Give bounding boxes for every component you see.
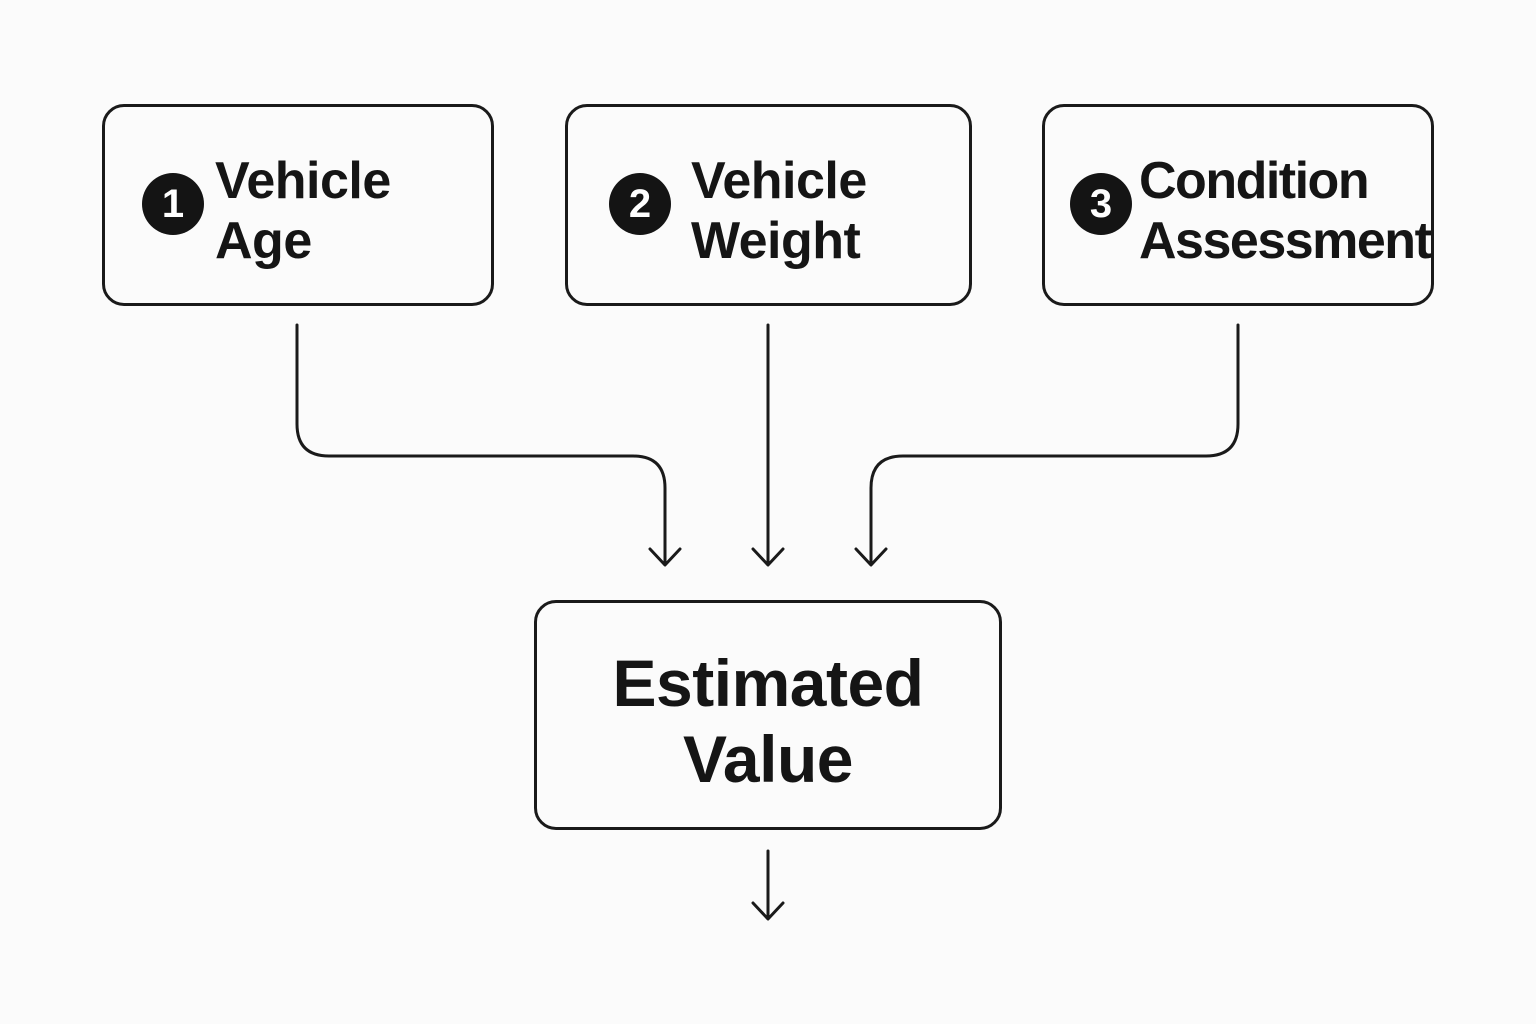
arrowhead-weight bbox=[751, 547, 785, 567]
input-label: Condition Assessment bbox=[1139, 151, 1432, 271]
output-label: Estimated Value bbox=[537, 645, 999, 797]
label-line-1: Vehicle bbox=[215, 152, 391, 210]
input-label: Vehicle Age bbox=[215, 151, 391, 271]
output-line-1: Estimated bbox=[612, 646, 924, 720]
input-box-vehicle-weight: 2 Vehicle Weight bbox=[565, 104, 972, 306]
input-box-condition-assessment: 3 Condition Assessment bbox=[1042, 104, 1434, 306]
arrowhead-condition bbox=[854, 547, 888, 567]
input-box-vehicle-age: 1 Vehicle Age bbox=[102, 104, 494, 306]
output-box-estimated-value: Estimated Value bbox=[534, 600, 1002, 830]
label-line-2: Assessment bbox=[1139, 212, 1432, 270]
step-number-badge: 3 bbox=[1070, 173, 1132, 235]
label-line-2: Weight bbox=[691, 212, 861, 270]
arrowhead-output bbox=[751, 901, 785, 921]
label-line-2: Age bbox=[215, 212, 312, 270]
output-line-2: Value bbox=[683, 722, 853, 796]
label-line-1: Condition bbox=[1139, 152, 1370, 210]
step-number-badge: 2 bbox=[609, 173, 671, 235]
input-label: Vehicle Weight bbox=[691, 151, 867, 271]
step-number-badge: 1 bbox=[142, 173, 204, 235]
arrowhead-age bbox=[648, 547, 682, 567]
connector-age-to-value bbox=[295, 323, 667, 566]
connector-condition-to-value bbox=[869, 323, 1240, 566]
label-line-1: Vehicle bbox=[691, 152, 867, 210]
